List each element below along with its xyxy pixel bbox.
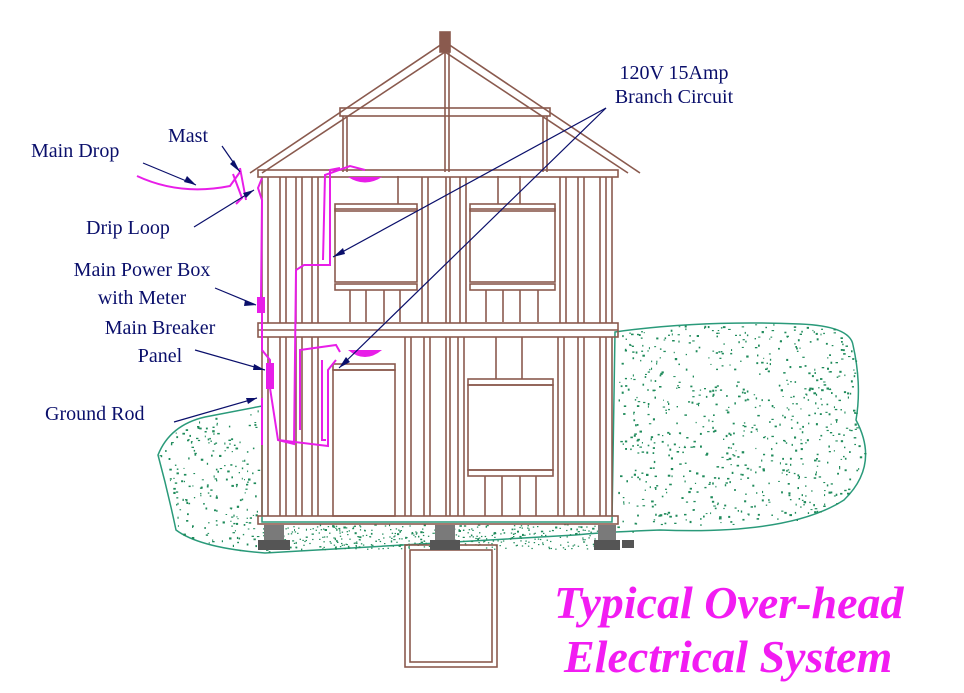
house-frame <box>249 31 641 668</box>
main-breaker-line1: Main Breaker <box>104 317 216 339</box>
main-breaker-panel-label: Main Breaker Panel <box>88 317 232 367</box>
arrowheads <box>184 160 350 404</box>
diagram-title-line2: Electrical System <box>564 631 893 682</box>
branch-circuit-label: 120V 15Amp Branch Circuit <box>590 62 758 108</box>
ground-rod-label: Ground Rod <box>45 403 145 425</box>
drip-loop-label: Drip Loop <box>86 217 170 239</box>
main-power-box-line2: with Meter <box>97 287 187 309</box>
main-drop-label: Main Drop <box>31 140 120 162</box>
branch-circuit-line1: 120V 15Amp <box>619 62 729 84</box>
branch-circuit-line2: Branch Circuit <box>614 86 734 108</box>
ground-soil <box>157 322 867 554</box>
mast-label: Mast <box>168 125 208 147</box>
footings <box>258 525 634 550</box>
main-breaker-line2: Panel <box>137 345 183 367</box>
main-power-box-line1: Main Power Box <box>73 259 211 281</box>
main-power-box-label: Main Power Box with Meter <box>54 259 230 309</box>
wiring <box>136 164 366 448</box>
diagram-title-line1: Typical Over-head <box>554 577 904 628</box>
